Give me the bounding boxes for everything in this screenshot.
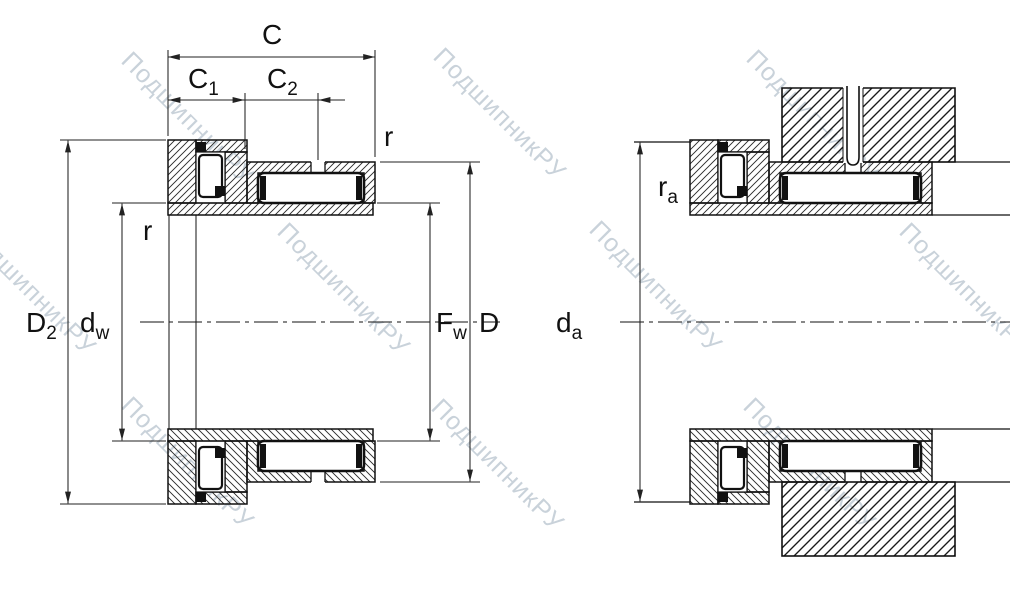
watermark-text-2: ПодшипникРУ (428, 42, 572, 186)
cage-end-cap-right (913, 176, 919, 200)
cage-end-cap-left (260, 176, 266, 200)
left-bearing-upper-half (167, 139, 376, 216)
extension-lines-D (380, 161, 480, 483)
dim-label-dw: dw (80, 307, 110, 344)
thrust-cage-block-top (196, 142, 206, 152)
top-extension-lines (167, 50, 376, 160)
watermark-text-7: ПодшипникРУ (894, 217, 1010, 361)
shaft-housing-continuation-lines (932, 161, 1010, 483)
watermark-text-6: ПодшипникРУ (584, 215, 728, 359)
cage-end-cap-left (782, 176, 788, 200)
watermark-text-5: ПодшипникРУ (272, 217, 416, 361)
dim-label-r-top: r (384, 121, 393, 152)
dim-label-ra: ra (658, 171, 678, 208)
thrust-washer-right-wall (224, 151, 248, 204)
shaft-shoulder-lines (634, 141, 690, 503)
thrust-cage-block-bottom (737, 186, 747, 196)
housing-block-top (781, 87, 956, 163)
thrust-cage-block-bottom (215, 186, 225, 196)
lube-hole-notch (311, 161, 325, 174)
cage-end-cap-right (356, 176, 362, 200)
right-bearing-upper-half (689, 139, 933, 216)
left-bearing-lower-half-mirror (166, 427, 377, 506)
lube-pin (846, 86, 860, 166)
left-figure: C C1 C2 r r D2 dw Fw D (26, 19, 500, 506)
dim-label-C: C (262, 19, 282, 50)
extension-lines-Fw (377, 202, 440, 442)
thrust-washer-left-wall (167, 139, 197, 204)
dim-label-D: D (479, 307, 499, 338)
lube-hole-edges (310, 162, 326, 173)
inner-sleeve-section (689, 202, 933, 216)
dim-label-C2: C2 (267, 63, 298, 100)
thrust-cage-block-top (718, 142, 728, 152)
thrust-washer-left-wall (689, 139, 719, 204)
dim-label-D2: D2 (26, 307, 57, 344)
extension-lines-D2 (60, 139, 166, 505)
needle-roller-cage (256, 171, 366, 205)
dim-label-Fw: Fw (436, 307, 467, 344)
dim-label-da: da (556, 307, 583, 344)
dim-label-r-bore: r (143, 215, 152, 246)
right-figure: da ra (556, 86, 1010, 557)
pin-channel-walls (842, 88, 864, 162)
dim-label-C1: C1 (188, 63, 219, 100)
watermark-text-9: ПодшипникРУ (426, 393, 570, 537)
needle-roller-cage (778, 171, 923, 205)
thrust-washer-right-wall (746, 151, 770, 204)
housing-block-bottom (781, 481, 956, 557)
inner-sleeve-section (167, 202, 374, 216)
lube-hole-edges (844, 162, 862, 173)
extension-lines-dw (112, 202, 166, 442)
